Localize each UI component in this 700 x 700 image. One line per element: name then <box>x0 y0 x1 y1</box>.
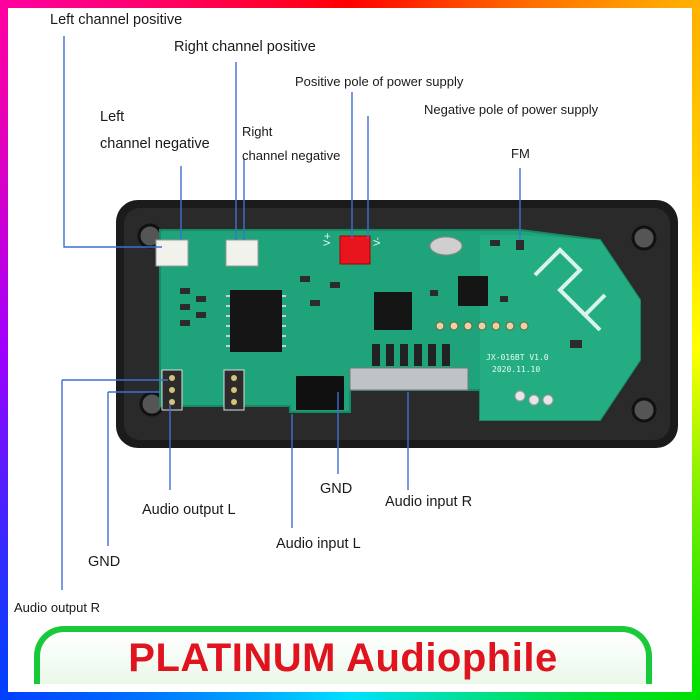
label-gnd-center: GND <box>320 481 353 497</box>
sd-card-slot <box>349 367 469 391</box>
label-left-channel-negative-line2: channel negative <box>100 136 210 152</box>
label-audio-input-l: Audio input L <box>276 536 361 552</box>
label-fm: FM <box>511 146 530 161</box>
product-image: JX-016BT V1.0 2020.11.10 V+ V- Left chan… <box>8 8 692 692</box>
fm-antenna-trace <box>533 247 607 332</box>
label-gnd-left: GND <box>88 554 121 570</box>
label-left-channel-negative-line1: Left <box>100 109 125 125</box>
main-ic <box>374 292 412 330</box>
crystal <box>429 236 463 256</box>
v-plus-text: V+ <box>323 232 333 246</box>
board-date-text: 2020.11.10 <box>492 365 540 374</box>
power-connector <box>339 235 371 265</box>
brand-banner-text: PLATINUM Audiophile <box>128 635 558 680</box>
brand-banner: PLATINUM Audiophile <box>34 626 652 684</box>
label-audio-input-r: Audio input R <box>385 494 473 510</box>
label-right-channel-positive: Right channel positive <box>174 39 316 55</box>
label-left-channel-positive: Left channel positive <box>50 12 183 28</box>
board-model-text: JX-016BT V1.0 <box>486 353 549 362</box>
label-right-channel-negative-line1: Right <box>242 124 273 139</box>
leader-lines <box>61 36 521 590</box>
pin-header <box>435 321 529 331</box>
label-audio-output-r: Audio output R <box>14 600 101 615</box>
label-positive-pole: Positive pole of power supply <box>295 74 464 89</box>
v-minus-text: V- <box>373 237 383 246</box>
label-audio-output-l: Audio output L <box>142 502 236 518</box>
label-negative-pole: Negative pole of power supply <box>424 102 599 117</box>
label-right-channel-negative-line2: channel negative <box>242 148 341 163</box>
amplifier-chip <box>230 290 282 352</box>
left-speaker-connector <box>155 239 189 267</box>
right-speaker-connector <box>225 239 259 267</box>
module-illustration: JX-016BT V1.0 2020.11.10 V+ V- <box>61 36 678 590</box>
bt-ic <box>458 276 488 306</box>
mounting-holes <box>137 223 657 423</box>
